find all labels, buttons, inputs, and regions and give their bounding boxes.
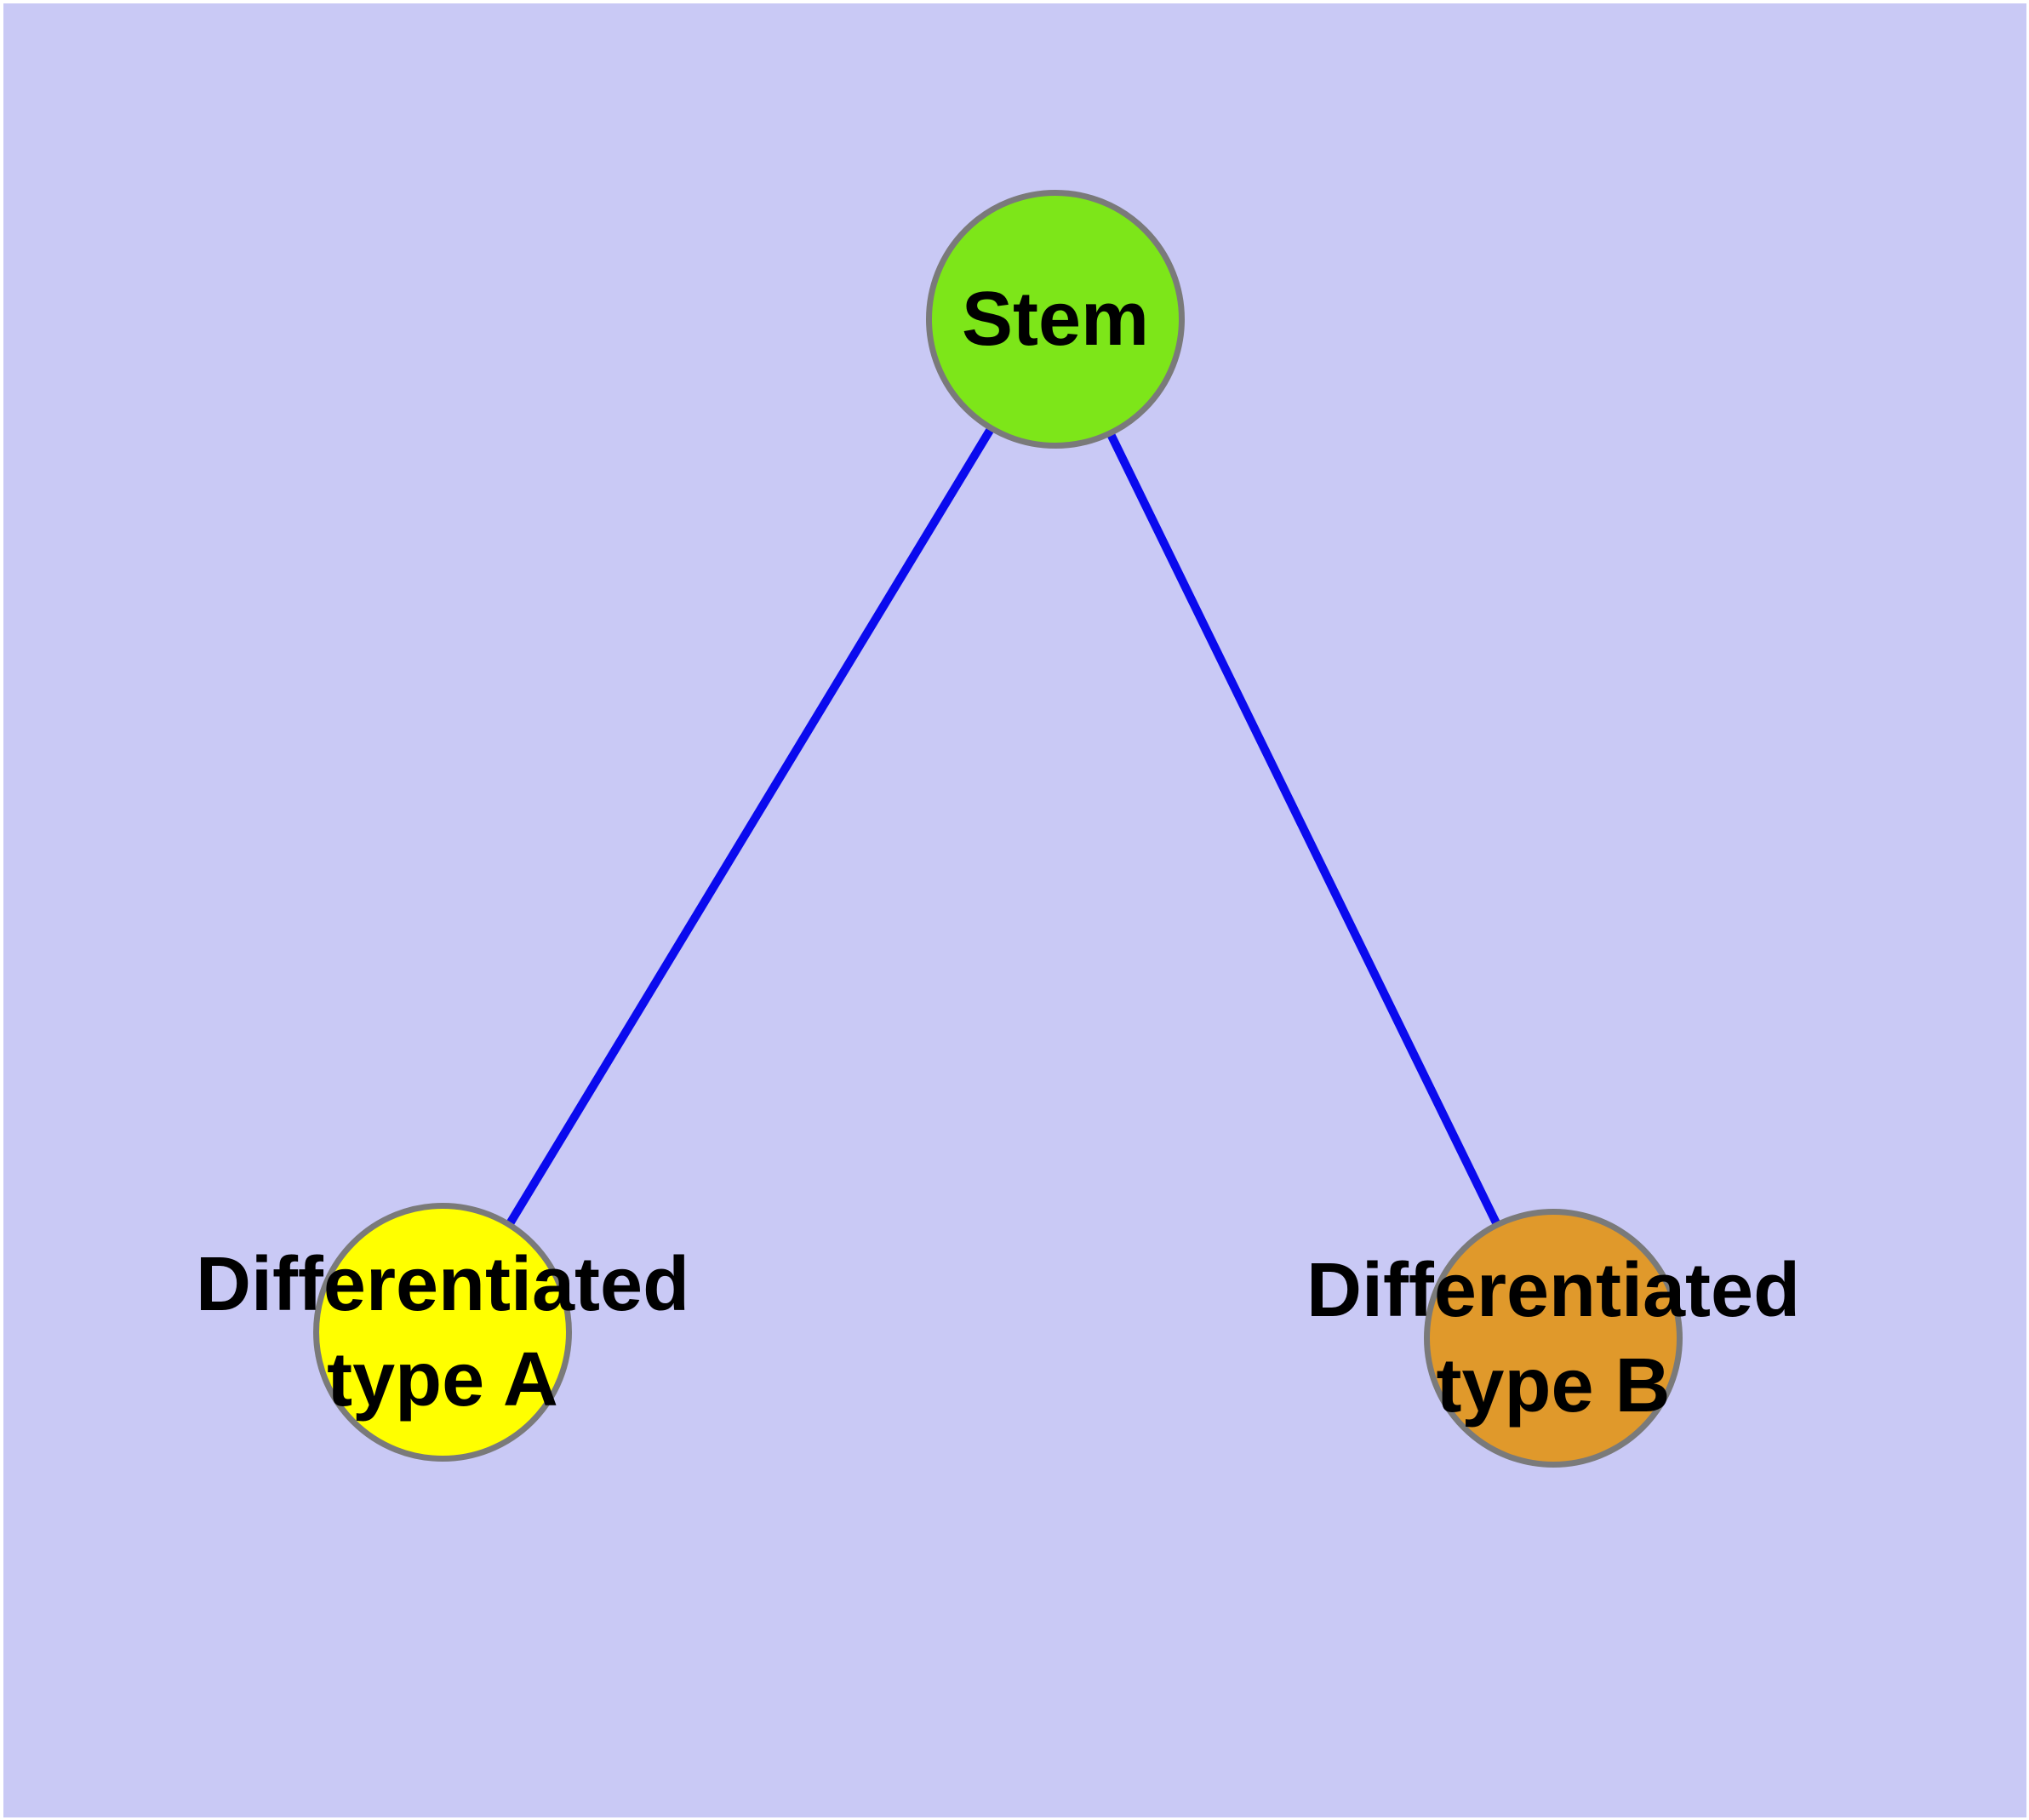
edges-layer [441, 319, 1557, 1340]
node-type-b-label-line-1: Differentiated [1306, 1248, 1801, 1333]
node-type-b-label-line-2: type B [1436, 1343, 1671, 1428]
node-stem-label: Stem [962, 272, 1149, 367]
edge-stem-to-type-a [441, 319, 1060, 1334]
node-type-a-label: Differentiated type A [196, 1237, 689, 1428]
edge-stem-to-type-b [1051, 319, 1557, 1340]
node-type-a-label-line-2: type A [327, 1337, 558, 1422]
node-type-a-label-line-1: Differentiated [195, 1242, 690, 1327]
node-type-a-circle [313, 1203, 572, 1462]
node-stem-label-line-1: Stem [961, 277, 1150, 362]
node-type-b-circle [1424, 1209, 1683, 1468]
node-stem-circle [926, 190, 1185, 449]
node-type-b-label: Differentiated type B [1306, 1243, 1800, 1434]
